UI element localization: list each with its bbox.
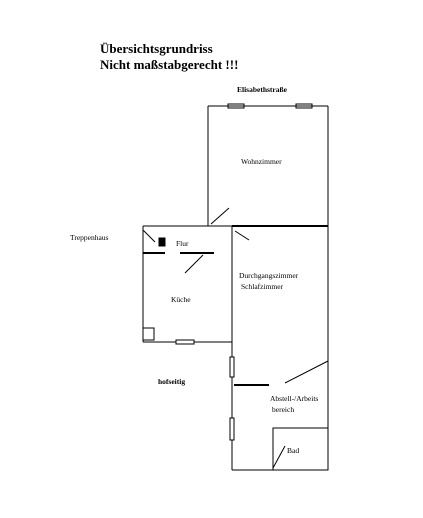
living-room-window xyxy=(227,103,245,109)
storage-label-2: bereich xyxy=(272,405,295,414)
living-room-window xyxy=(295,103,313,109)
street-label: Elisabethstraße xyxy=(237,85,288,94)
chimney-square xyxy=(142,327,155,341)
bath-door-swing xyxy=(272,445,286,469)
storage-door-swing xyxy=(284,360,329,384)
title-line-2: Nicht maßstabgerecht !!! xyxy=(100,57,239,72)
bath-label: Bad xyxy=(287,446,300,455)
stairwell-label: Treppenhaus xyxy=(70,233,109,242)
passage-room-label-2: Schlafzimmer xyxy=(241,282,284,291)
living-room-door-swing xyxy=(210,207,230,225)
storage-label-1: Abstell-/Arbeits xyxy=(270,394,319,403)
kitchen-window xyxy=(175,339,195,345)
storage-window xyxy=(229,417,235,441)
stairwell-door xyxy=(142,229,166,247)
title-line-1: Übersichtsgrundriss xyxy=(100,41,213,56)
living-room-walls xyxy=(207,105,329,226)
passage-room-door-swing xyxy=(234,230,250,241)
kitchen-label: Küche xyxy=(171,295,191,304)
living-room-label: Wohnzimmer xyxy=(241,157,282,166)
hallway-label: Flur xyxy=(176,239,189,248)
courtyard-side-label: hofseitig xyxy=(158,377,186,386)
passage-room-label-1: Durchgangszimmer xyxy=(239,271,299,280)
passage-room-walls xyxy=(231,226,329,471)
passage-room-window xyxy=(229,356,235,378)
bath-walls xyxy=(272,427,329,471)
kitchen-door-swing xyxy=(184,254,204,274)
